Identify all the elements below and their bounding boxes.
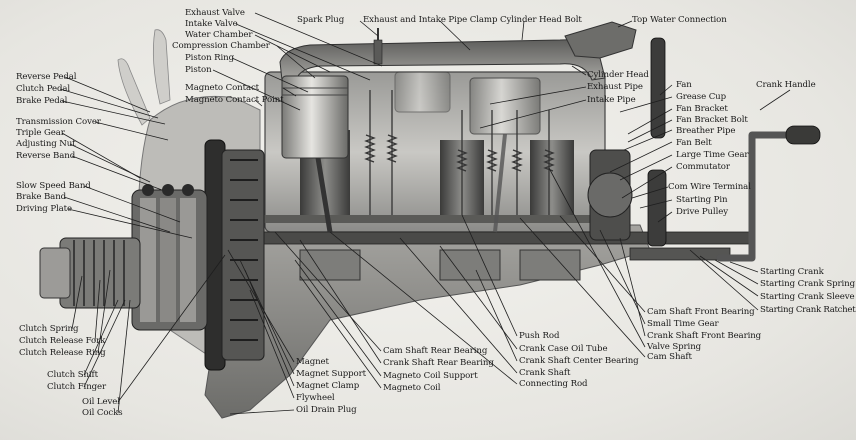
label-brake-band: Brake Band [16,192,67,202]
label-drive-pulley: Drive Pulley [676,207,728,217]
label-breather-pipe: Breather Pipe [676,126,736,136]
label-small-time-gear: Small Time Gear [647,319,719,329]
label-fan-bracket: Fan Bracket [676,104,728,114]
label-slow-speed-band: Slow Speed Band [16,181,91,191]
label-push-rod: Push Rod [519,331,560,341]
clutch-assembly-shape [39,237,141,309]
label-clutch-finger: Clutch Finger [47,382,107,392]
label-starting-crank-ratchet: Starting Crank Ratchet [760,305,856,315]
label-reverse-pedal: Reverse Pedal [16,72,77,82]
label-transmission-cover: Transmission Cover [16,117,101,127]
label-cylinder-head: Cylinder Head [587,70,649,80]
label-brake-pedal: Brake Pedal [16,96,68,106]
label-large-time-gear: Large Time Gear [676,150,749,160]
pistons-shape [281,71,541,159]
label-starting-crank-sleeve: Starting Crank Sleeve [760,292,855,302]
label-piston: Piston [185,65,212,75]
label-fan-belt: Fan Belt [676,138,712,148]
label-adjusting-nut: Adjusting Nut [16,139,76,149]
label-fan-bracket-bolt: Fan Bracket Bolt [676,115,748,125]
label-magneto-contact: Magneto Contact [185,83,260,93]
label-starting-crank-spring: Starting Crank Spring [760,279,856,289]
label-cylinder-head-bolt: Cylinder Head Bolt [500,15,582,25]
transmission-drums-shape [131,184,208,331]
label-magnet: Magnet [296,357,329,367]
label-magneto-coil: Magneto Coil [383,383,441,393]
label-com-wire-terminal: Com Wire Terminal [668,182,751,192]
label-flywheel: Flywheel [296,393,335,403]
leader-lines [59,12,791,415]
label-magneto-contact-point: Magneto Contact Point [185,95,284,105]
label-crank-shaft-front-bearing: Crank Shaft Front Bearing [647,331,762,341]
label-crank-shaft: Crank Shaft [519,368,571,378]
label-starting-crank: Starting Crank [760,267,824,277]
label-intake-valve: Intake Valve [185,19,238,29]
label-oil-level: Oil Level [82,397,120,407]
label-crank-shaft-center-bearing: Crank Shaft Center Bearing [519,356,639,366]
label-starting-pin: Starting Pin [676,195,728,205]
label-fan: Fan [676,80,692,90]
label-clutch-spring: Clutch Spring [19,324,79,334]
label-magneto-coil-support: Magneto Coil Support [383,371,478,381]
label-magnet-support: Magnet Support [296,369,366,379]
label-oil-cocks: Oil Cocks [82,408,123,418]
label-crank-shaft-rear-bearing: Crank Shaft Rear Bearing [383,358,494,368]
label-cam-shaft-front-bearing: Cam Shaft Front Bearing [647,307,755,317]
label-compression-chamber: Compression Chamber [172,41,270,51]
valve-springs-shape [364,90,555,215]
label-cam-shaft-rear-bearing: Cam Shaft Rear Bearing [383,346,488,356]
label-clutch-release-fork: Clutch Release Fork [19,336,106,346]
label-grease-cup: Grease Cup [676,92,727,102]
label-spark-plug: Spark Plug [297,15,345,25]
label-cam-shaft: Cam Shaft [647,352,692,362]
label-connecting-rod: Connecting Rod [519,379,588,389]
crank-handle-shape [716,125,821,262]
label-valve-spring: Valve Spring [647,342,702,352]
label-exhaust-pipe: Exhaust Pipe [587,82,643,92]
label-clutch-release-ring: Clutch Release Ring [19,348,106,358]
label-commutator: Commutator [676,162,730,172]
label-exhaust-intake-clamp: Exhaust and Intake Pipe Clamp [363,15,498,25]
label-piston-ring: Piston Ring [185,53,234,63]
label-triple-gear: Triple Gear [16,128,65,138]
label-clutch-shift: Clutch Shift [47,370,98,380]
label-driving-plate: Driving Plate [16,204,73,214]
label-top-water-connection: Top Water Connection [632,15,727,25]
label-magnet-clamp: Magnet Clamp [296,381,360,391]
label-intake-pipe: Intake Pipe [587,95,636,105]
flywheel-shape [204,139,265,371]
label-reverse-band: Reverse Band [16,151,76,161]
label-oil-drain-plug: Oil Drain Plug [296,405,357,415]
label-clutch-pedal: Clutch Pedal [16,84,71,94]
label-water-chamber: Water Chamber [185,30,253,40]
label-crank-handle: Crank Handle [756,80,816,90]
cylinder-head-shape [279,21,637,81]
label-crank-case-oil-tube: Crank Case Oil Tube [519,344,608,354]
label-exhaust-valve: Exhaust Valve [185,8,245,18]
